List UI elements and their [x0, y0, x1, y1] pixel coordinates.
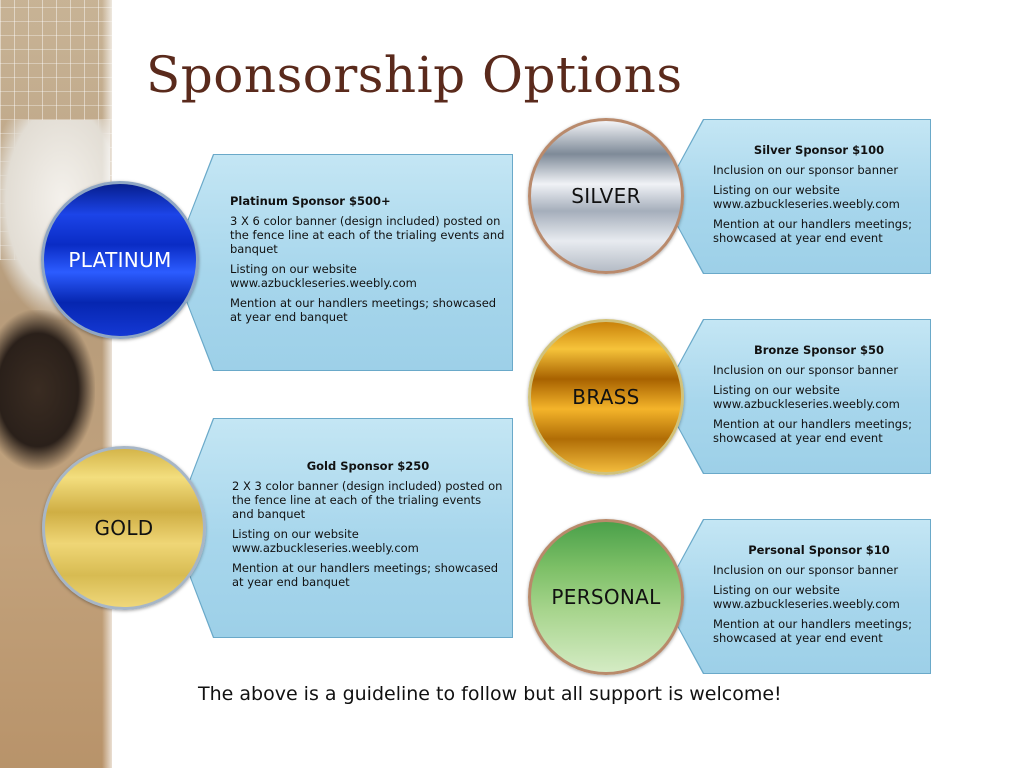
- background-photo: [0, 0, 112, 768]
- brass-benefit-1: Inclusion on our sponsor banner: [713, 363, 899, 377]
- brass-badge: BRASS: [528, 319, 684, 475]
- gold-card: [172, 419, 512, 637]
- personal-badge: PERSONAL: [528, 519, 684, 675]
- silver-heading: Silver Sponsor $100: [753, 143, 885, 157]
- personal-benefit-1: Inclusion on our sponsor banner: [713, 563, 899, 577]
- brass-benefit-2: Listing on our website www.azbuckleserie…: [713, 383, 900, 411]
- silver-benefit-2: Listing on our website www.azbuckleserie…: [713, 183, 900, 211]
- gold-badge-label: GOLD: [94, 516, 154, 540]
- platinum-benefit-1: 3 X 6 color banner (design included) pos…: [230, 214, 505, 256]
- platinum-badge-label: PLATINUM: [68, 248, 172, 272]
- slide-title: Sponsorship Options: [146, 46, 683, 104]
- personal-benefit-2: Listing on our website www.azbuckleserie…: [713, 583, 900, 611]
- silver-benefit-1: Inclusion on our sponsor banner: [713, 163, 899, 177]
- gold-benefit-1: 2 X 3 color banner (design included) pos…: [232, 479, 503, 521]
- silver-badge: SILVER: [528, 118, 684, 274]
- platinum-benefit-2: Listing on our website www.azbuckleserie…: [230, 262, 417, 290]
- platinum-badge: PLATINUM: [41, 181, 199, 339]
- platinum-card: [172, 155, 512, 370]
- brass-badge-label: BRASS: [572, 385, 640, 409]
- personal-heading: Personal Sponsor $10: [748, 543, 890, 557]
- brass-card-text: Bronze Sponsor $50 Inclusion on our spon…: [713, 343, 925, 451]
- gold-benefit-3: Mention at our handlers meetings; showca…: [232, 561, 499, 589]
- gold-heading: Gold Sponsor $250: [306, 459, 430, 473]
- gold-benefit-2: Listing on our website www.azbuckleserie…: [232, 527, 419, 555]
- photo-fade: [102, 0, 112, 768]
- silver-badge-label: SILVER: [571, 184, 641, 208]
- silver-card: [662, 120, 930, 273]
- personal-card-text: Personal Sponsor $10 Inclusion on our sp…: [713, 543, 925, 651]
- platinum-benefit-3: Mention at our handlers meetings; showca…: [230, 296, 497, 324]
- brass-heading: Bronze Sponsor $50: [753, 343, 885, 357]
- personal-card: [662, 520, 930, 673]
- silver-card-text: Silver Sponsor $100 Inclusion on our spo…: [713, 143, 925, 251]
- brass-benefit-3: Mention at our handlers meetings; showca…: [713, 417, 912, 445]
- gold-badge: GOLD: [42, 446, 206, 610]
- platinum-card-text: Platinum Sponsor $500+ 3 X 6 color banne…: [230, 194, 506, 330]
- footer-note: The above is a guideline to follow but a…: [198, 683, 782, 705]
- brass-card: [662, 320, 930, 473]
- personal-badge-label: PERSONAL: [551, 585, 661, 609]
- personal-benefit-3: Mention at our handlers meetings; showca…: [713, 617, 912, 645]
- silver-benefit-3: Mention at our handlers meetings; showca…: [713, 217, 912, 245]
- dog-image: [0, 310, 95, 470]
- platinum-heading: Platinum Sponsor $500+: [230, 194, 391, 208]
- gold-card-text: Gold Sponsor $250 2 X 3 color banner (de…: [232, 459, 504, 595]
